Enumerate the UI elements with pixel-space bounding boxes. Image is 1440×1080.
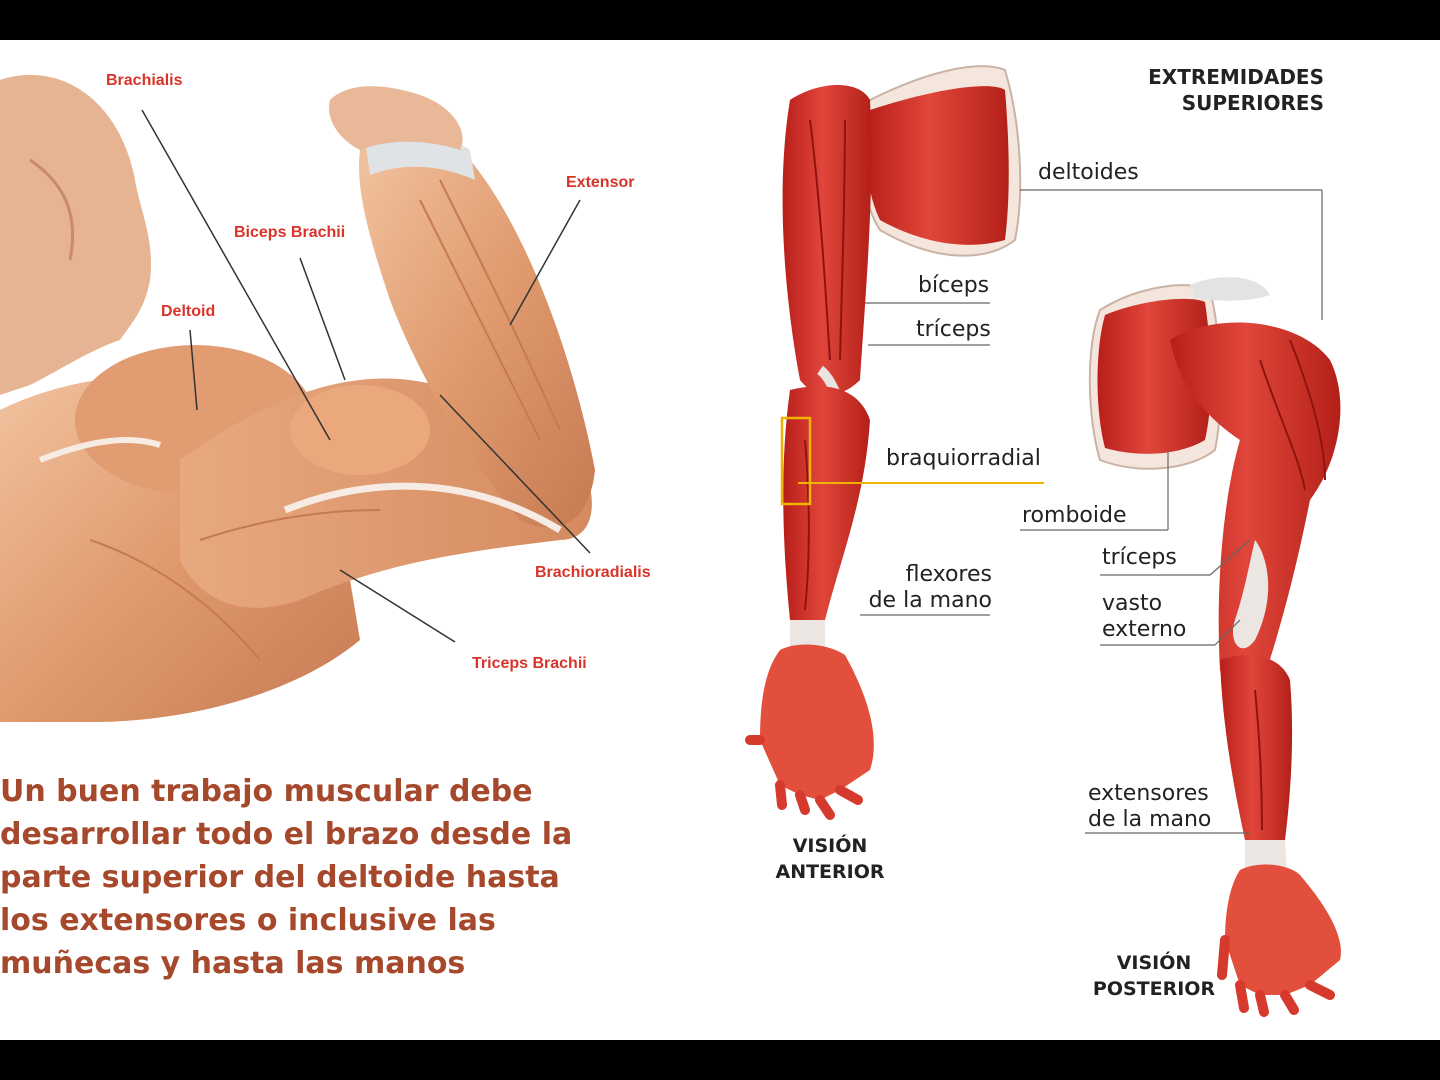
label-vasto-externo: vasto externo [1102, 591, 1186, 643]
label-deltoid: Deltoid [161, 303, 215, 321]
posterior-arm-illustration [1020, 277, 1341, 1012]
label-extensor: Extensor [566, 174, 634, 192]
heading-line-2: SUPERIORES [1100, 90, 1324, 116]
caption-line-1: Un buen trabajo muscular debe [0, 770, 600, 813]
label-triceps-anterior: tríceps [916, 317, 991, 343]
flexed-arm-illustration [0, 75, 595, 722]
heading: EXTREMIDADES SUPERIORES [1100, 64, 1324, 116]
anterior-view-title: VISIÓN ANTERIOR [760, 833, 900, 885]
posterior-line-2: POSTERIOR [1080, 976, 1228, 1002]
label-flexores-line-1: flexores [864, 562, 992, 588]
caption-line-5: muñecas y hasta las manos [0, 942, 600, 985]
label-extensores: extensores de la mano [1088, 781, 1211, 833]
label-triceps-posterior: tríceps [1102, 545, 1177, 571]
caption-line-4: los extensores o inclusive las [0, 899, 600, 942]
label-brachialis: Brachialis [106, 72, 182, 90]
posterior-line-1: VISIÓN [1080, 950, 1228, 976]
posterior-view-title: VISIÓN POSTERIOR [1080, 950, 1228, 1002]
caption-line-3: parte superior del deltoide hasta [0, 856, 600, 899]
heading-line-1: EXTREMIDADES [1100, 64, 1324, 90]
label-flexores-line-2: de la mano [864, 588, 992, 614]
label-vasto-line-2: externo [1102, 617, 1186, 643]
label-romboide: romboide [1022, 503, 1127, 529]
caption: Un buen trabajo muscular debe desarrolla… [0, 770, 600, 985]
label-deltoides: deltoides [1038, 160, 1139, 186]
label-biceps-brachii: Biceps Brachii [234, 224, 345, 242]
label-biceps: bíceps [918, 273, 989, 299]
label-brachioradialis: Brachioradialis [535, 564, 651, 582]
anterior-line-1: VISIÓN [760, 833, 900, 859]
label-braquiorradial: braquiorradial [886, 446, 1041, 472]
label-extensores-line-1: extensores [1088, 781, 1211, 807]
diagram-canvas: Brachialis Extensor Biceps Brachii Delto… [0, 40, 1440, 1040]
label-extensores-line-2: de la mano [1088, 807, 1211, 833]
label-flexores: flexores de la mano [864, 562, 992, 614]
caption-line-2: desarrollar todo el brazo desde la [0, 813, 600, 856]
anterior-line-2: ANTERIOR [760, 859, 900, 885]
label-vasto-line-1: vasto [1102, 591, 1186, 617]
label-triceps-brachii: Triceps Brachii [472, 655, 587, 673]
